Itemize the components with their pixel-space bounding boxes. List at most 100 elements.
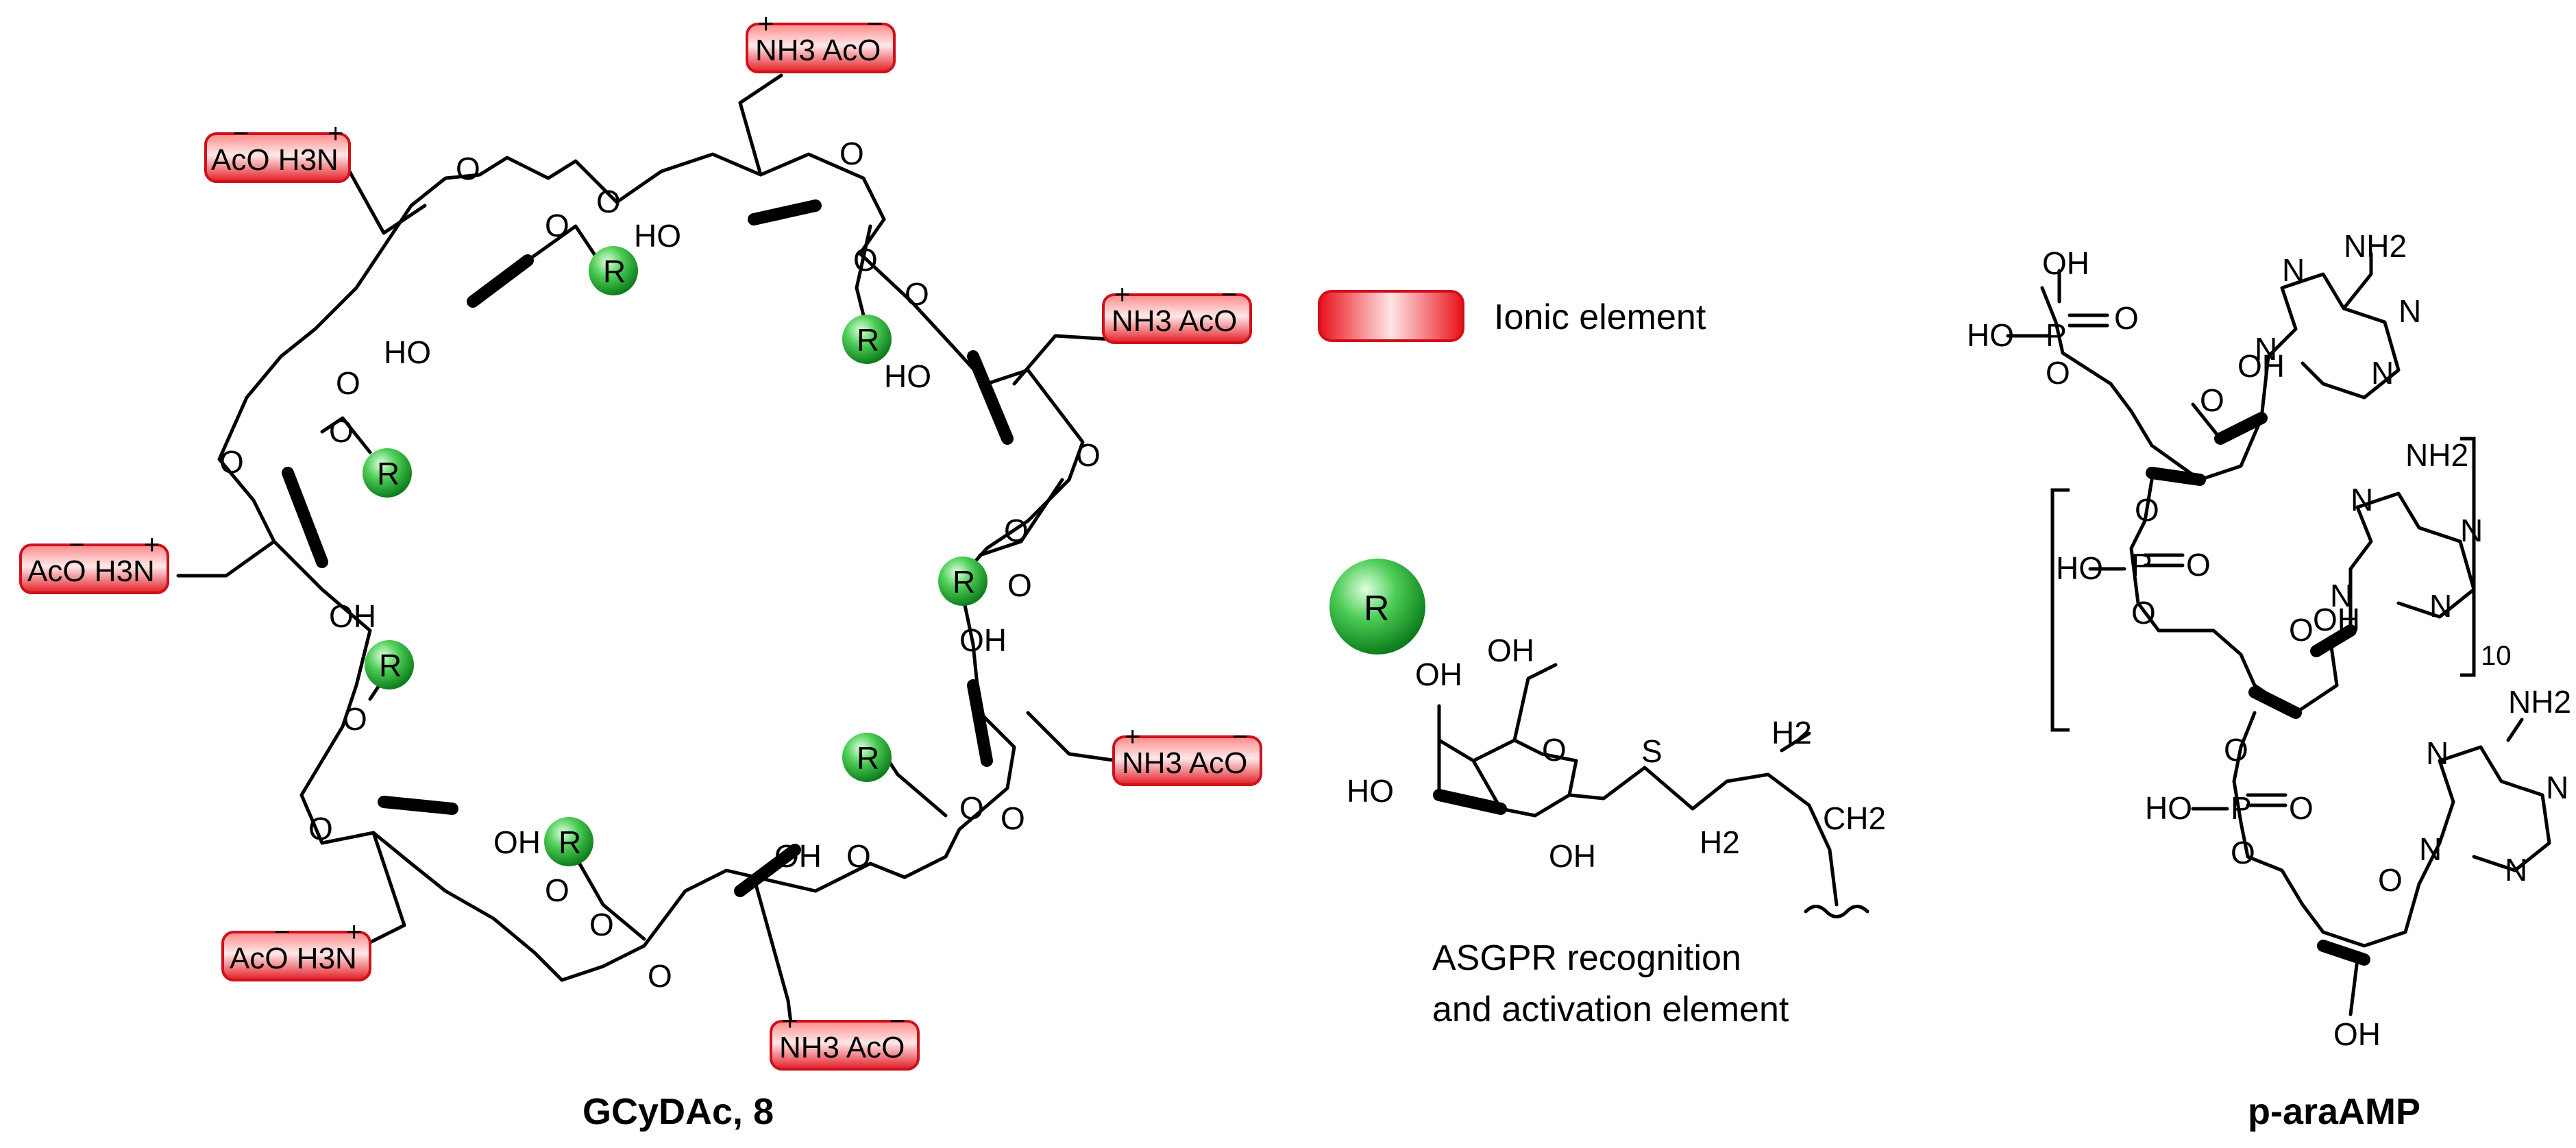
svg-text:O: O bbox=[2046, 355, 2070, 391]
svg-text:O: O bbox=[1542, 732, 1567, 768]
r-group: R bbox=[365, 640, 414, 689]
repeat-count: 10 bbox=[2481, 641, 2512, 671]
svg-text:N: N bbox=[2351, 482, 2373, 517]
svg-text:R: R bbox=[857, 322, 879, 358]
svg-text:+: + bbox=[1114, 280, 1130, 310]
atom-oh: OH bbox=[959, 622, 1007, 658]
svg-text:N: N bbox=[2460, 513, 2483, 548]
r-group: R bbox=[842, 733, 892, 782]
svg-text:−: − bbox=[274, 917, 290, 947]
svg-text:NH3 AcO: NH3 AcO bbox=[1122, 746, 1247, 780]
svg-text:N: N bbox=[2282, 252, 2305, 288]
ionic-tag: AcO H3N −+ bbox=[221, 917, 371, 981]
svg-text:N: N bbox=[2419, 831, 2442, 867]
atom-o: O bbox=[648, 958, 672, 994]
atom-o: O bbox=[596, 184, 621, 219]
svg-text:O: O bbox=[2114, 300, 2139, 336]
svg-text:O: O bbox=[2131, 595, 2156, 631]
atom-o: O bbox=[959, 790, 984, 826]
svg-text:AcO H3N: AcO H3N bbox=[27, 554, 155, 588]
r-definition: R OH OH HO O OH S H2 H2 CH2 ASGPR recogn… bbox=[1329, 559, 1886, 1029]
svg-text:N: N bbox=[2255, 331, 2277, 367]
paraamp-structure: OH HO P O O O OH NH2 N N N N O HO P O O … bbox=[1967, 228, 2571, 1132]
svg-text:OH: OH bbox=[1549, 838, 1596, 874]
atom-o: O bbox=[1001, 801, 1025, 836]
r-group: R bbox=[938, 557, 988, 606]
atom-o: O bbox=[1007, 567, 1032, 603]
svg-text:N: N bbox=[2371, 355, 2394, 391]
atom-o: O bbox=[589, 907, 614, 942]
svg-text:OH: OH bbox=[1487, 633, 1534, 668]
ionic-tag: NH3 AcO + − bbox=[1112, 722, 1262, 786]
ionic-legend: Ionic element bbox=[1318, 290, 1706, 342]
svg-text:R: R bbox=[377, 456, 400, 491]
r-group: R bbox=[544, 817, 593, 866]
atom-o: O bbox=[905, 276, 929, 312]
ionic-tag: NH3 AcO +− bbox=[1102, 280, 1252, 344]
svg-text:+: + bbox=[1125, 722, 1140, 752]
gcydac-label: GCyDAc, 8 bbox=[582, 1091, 774, 1132]
atom-ho: HO bbox=[634, 218, 681, 254]
svg-text:NH2: NH2 bbox=[2508, 684, 2571, 720]
r-group: R bbox=[363, 448, 412, 498]
svg-text:O: O bbox=[2231, 835, 2255, 870]
svg-text:O: O bbox=[2289, 790, 2314, 826]
svg-text:N: N bbox=[2399, 293, 2421, 329]
svg-text:N: N bbox=[2330, 578, 2353, 613]
svg-text:H2: H2 bbox=[1771, 715, 1812, 750]
svg-text:+: + bbox=[144, 530, 160, 560]
svg-text:R: R bbox=[379, 648, 402, 683]
atom-o: O bbox=[1004, 513, 1029, 548]
svg-text:O: O bbox=[2200, 382, 2224, 418]
svg-text:CH2: CH2 bbox=[1823, 801, 1886, 836]
svg-text:S: S bbox=[1641, 733, 1663, 769]
svg-text:O: O bbox=[2224, 732, 2248, 768]
asgpr-label-line2: and activation element bbox=[1432, 990, 1789, 1029]
atom-o: O bbox=[545, 208, 569, 243]
svg-text:−: − bbox=[867, 9, 883, 39]
svg-text:OH: OH bbox=[2333, 1016, 2381, 1052]
atom-ho: HO bbox=[884, 358, 931, 394]
gcydac-structure: O O O O HO O O HO O O O OH O O O OH O O … bbox=[19, 9, 1262, 1132]
atom-oh: OH bbox=[774, 838, 822, 874]
atom-o: O bbox=[336, 365, 360, 401]
svg-text:O: O bbox=[2135, 492, 2159, 528]
asgpr-label-line1: ASGPR recognition bbox=[1432, 938, 1741, 978]
svg-text:O: O bbox=[2378, 862, 2403, 898]
atom-o: O bbox=[219, 444, 244, 480]
svg-text:HO: HO bbox=[1967, 317, 2014, 353]
svg-text:−: − bbox=[890, 1006, 905, 1036]
atom-o: O bbox=[846, 838, 871, 874]
ionic-tag: NH3 AcO +− bbox=[770, 1006, 920, 1071]
svg-text:R: R bbox=[857, 740, 879, 776]
svg-text:OH: OH bbox=[1415, 657, 1462, 692]
svg-text:AcO H3N: AcO H3N bbox=[211, 143, 339, 177]
svg-text:OH: OH bbox=[2042, 245, 2089, 281]
atom-o: O bbox=[545, 872, 569, 908]
atom-oh: OH bbox=[493, 825, 541, 860]
svg-text:OH: OH bbox=[2313, 602, 2360, 637]
atom-o: O bbox=[1076, 437, 1101, 473]
svg-text:−: − bbox=[1232, 722, 1248, 752]
svg-text:−: − bbox=[233, 119, 249, 149]
svg-text:−: − bbox=[69, 530, 84, 560]
svg-text:O: O bbox=[2289, 612, 2314, 648]
svg-text:N: N bbox=[2429, 588, 2452, 624]
ionic-tag: AcO H3N − + bbox=[19, 530, 169, 594]
atom-o: O bbox=[456, 151, 480, 186]
svg-text:NH2: NH2 bbox=[2405, 437, 2468, 473]
svg-text:HO: HO bbox=[2145, 790, 2192, 826]
svg-text:R: R bbox=[603, 254, 626, 289]
svg-text:+: + bbox=[782, 1006, 798, 1036]
svg-text:O: O bbox=[2186, 547, 2211, 583]
svg-text:N: N bbox=[2546, 770, 2568, 805]
ionic-legend-label: Ionic element bbox=[1494, 297, 1706, 337]
paraamp-label: p-araAMP bbox=[2248, 1091, 2420, 1132]
svg-text:R: R bbox=[559, 825, 581, 860]
ionic-tag: NH3 AcO +− bbox=[746, 9, 896, 73]
svg-text:HO: HO bbox=[1347, 773, 1394, 809]
svg-text:P: P bbox=[2231, 790, 2252, 826]
svg-text:OH: OH bbox=[2237, 348, 2285, 384]
svg-text:H2: H2 bbox=[1700, 825, 1740, 860]
